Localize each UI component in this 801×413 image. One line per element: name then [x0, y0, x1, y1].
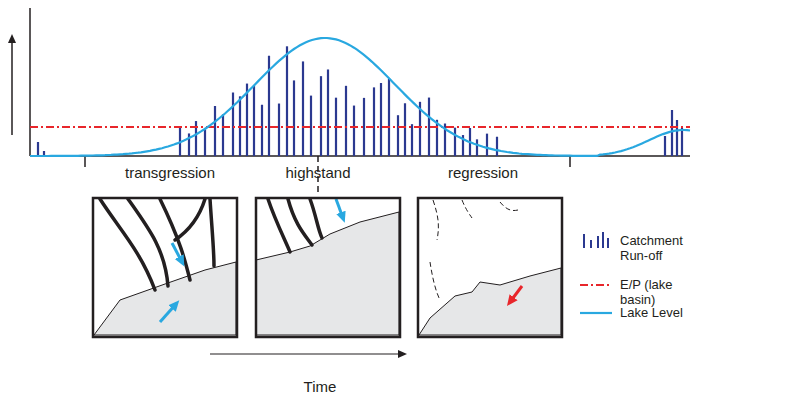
runoff-bar [353, 106, 355, 156]
panel-regression [418, 198, 562, 337]
runoff-bar [664, 136, 666, 156]
runoff-bar [345, 86, 347, 156]
axis-label: Time [304, 378, 337, 395]
runoff-bar [37, 142, 39, 156]
runoff-bar [320, 76, 322, 156]
runoff-bar [671, 110, 673, 156]
runoff-bar [404, 103, 406, 156]
runoff-bar [428, 98, 430, 156]
legend-text: Catchment Run-off [620, 233, 700, 263]
runoff-bar [310, 96, 312, 156]
lake-level-curve [30, 38, 690, 156]
legend-samples [580, 232, 612, 313]
runoff-bar [363, 98, 365, 156]
runoff-bar [253, 86, 255, 156]
panel-transgression [93, 198, 237, 337]
runoff-bar [232, 93, 234, 156]
phase-label: transgression [125, 164, 215, 181]
runoff-bar [278, 104, 280, 156]
runoff-bar [676, 120, 678, 156]
runoff-bar [380, 83, 382, 156]
runoff-bar [397, 115, 399, 156]
axes [12, 8, 690, 196]
time-arrow [210, 353, 403, 354]
runoff-bar [388, 79, 390, 156]
legend-text: Lake Level [620, 305, 700, 320]
runoff-bar [411, 124, 413, 156]
runoff-bar [327, 69, 329, 156]
runoff-bar [222, 114, 224, 156]
runoff-bar [476, 139, 478, 156]
runoff-bar [302, 61, 304, 156]
runoff-bar [454, 128, 456, 156]
phase-label: highstand [285, 164, 350, 181]
legend-text: E/P (lake basin) [620, 277, 700, 307]
phase-label: regression [448, 164, 518, 181]
runoff-bar [293, 80, 295, 156]
runoff-bar [373, 87, 375, 156]
runoff-bar [204, 129, 206, 156]
panel-highstand [256, 198, 400, 337]
ep-line [30, 126, 690, 128]
runoff-bars [38, 46, 682, 156]
runoff-bar [436, 120, 438, 156]
runoff-bar [496, 137, 498, 156]
runoff-bar [261, 105, 263, 156]
runoff-bar [681, 128, 683, 156]
runoff-bar [486, 134, 488, 156]
runoff-bar [286, 46, 288, 156]
runoff-bar [214, 106, 216, 156]
